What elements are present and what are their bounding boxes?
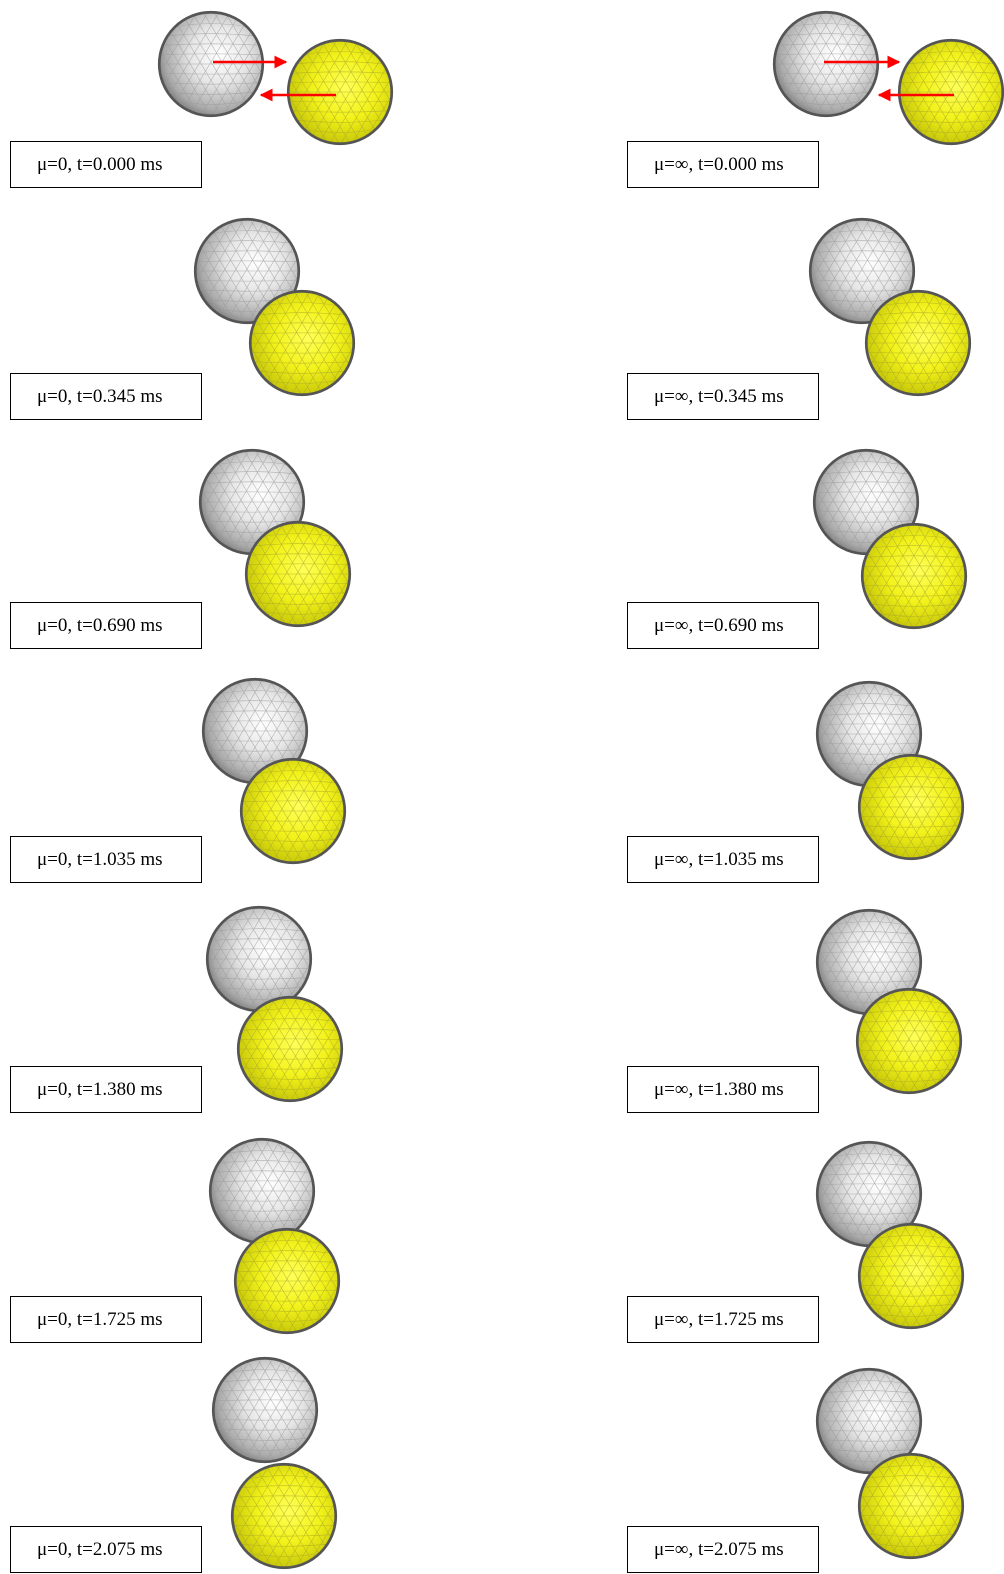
frame-label: μ=0, t=1.725 ms xyxy=(10,1296,202,1343)
frame-label: μ=∞, t=1.035 ms xyxy=(627,836,819,883)
yellow-sphere-outline xyxy=(245,521,351,627)
yellow-sphere-outline xyxy=(865,290,971,396)
grey-sphere-outline xyxy=(194,218,300,324)
yellow-sphere xyxy=(857,753,965,861)
grey-sphere-outline xyxy=(212,1357,318,1463)
frame-label: μ=∞, t=1.380 ms xyxy=(627,1066,819,1113)
frame-mu-zero-3 xyxy=(201,677,347,865)
frame-mu-zero-4 xyxy=(205,905,344,1103)
frame-label: μ=0, t=1.035 ms xyxy=(10,836,202,883)
yellow-sphere-outline xyxy=(287,39,393,145)
yellow-sphere xyxy=(857,1222,965,1330)
grey-sphere xyxy=(815,908,923,1016)
grey-sphere xyxy=(205,905,313,1013)
yellow-sphere-outline xyxy=(231,1463,337,1569)
yellow-sphere xyxy=(233,1227,341,1335)
yellow-sphere-outline xyxy=(858,1453,964,1559)
yellow-sphere-mesh xyxy=(867,292,969,394)
frame-mu-infinity-2 xyxy=(812,448,968,630)
grey-sphere xyxy=(211,1356,319,1464)
yellow-sphere-outline xyxy=(861,523,967,629)
yellow-sphere-outline xyxy=(249,290,355,396)
grey-sphere-mesh xyxy=(815,451,917,553)
yellow-sphere xyxy=(860,522,968,630)
yellow-sphere xyxy=(855,987,963,1095)
frame-label: μ=0, t=0.345 ms xyxy=(10,373,202,420)
frame-mu-infinity-6 xyxy=(815,1367,965,1560)
yellow-sphere-mesh xyxy=(251,292,353,394)
yellow-sphere-outline xyxy=(858,754,964,860)
grey-sphere-outline xyxy=(809,218,915,324)
yellow-sphere-outline xyxy=(234,1228,340,1334)
grey-sphere xyxy=(157,10,265,118)
frame-mu-infinity-0 xyxy=(772,10,1004,146)
grey-sphere-mesh xyxy=(775,13,877,115)
yellow-sphere xyxy=(897,38,1004,146)
frame-label: μ=∞, t=0.690 ms xyxy=(627,602,819,649)
yellow-sphere xyxy=(239,757,347,865)
frame-mu-infinity-5 xyxy=(815,1140,965,1330)
frame-mu-zero-2 xyxy=(198,448,352,628)
frame-mu-infinity-4 xyxy=(815,908,963,1095)
frame-mu-infinity-3 xyxy=(815,680,965,861)
yellow-sphere-outline xyxy=(856,988,962,1094)
grey-sphere xyxy=(815,1140,923,1248)
frame-mu-zero-1 xyxy=(193,217,356,397)
frame-label: μ=0, t=2.075 ms xyxy=(10,1526,202,1573)
frame-label: μ=∞, t=1.725 ms xyxy=(627,1296,819,1343)
yellow-sphere-outline xyxy=(240,758,346,864)
frame-label: μ=0, t=1.380 ms xyxy=(10,1066,202,1113)
frame-mu-zero-0 xyxy=(157,10,394,146)
yellow-sphere-mesh xyxy=(900,41,1002,143)
grey-sphere xyxy=(815,1367,923,1475)
yellow-sphere-outline xyxy=(898,39,1004,145)
grey-sphere-outline xyxy=(158,11,264,117)
frame-label: μ=∞, t=0.345 ms xyxy=(627,373,819,420)
grey-sphere xyxy=(772,10,880,118)
yellow-sphere-outline xyxy=(237,996,343,1102)
yellow-sphere xyxy=(857,1452,965,1560)
frame-label: μ=∞, t=0.000 ms xyxy=(627,141,819,188)
frame-mu-zero-6 xyxy=(211,1356,338,1570)
yellow-sphere xyxy=(864,289,972,397)
frame-mu-infinity-1 xyxy=(808,217,972,397)
frame-mu-zero-5 xyxy=(208,1137,341,1335)
yellow-sphere-outline xyxy=(858,1223,964,1329)
grey-sphere-outline xyxy=(773,11,879,117)
grey-sphere xyxy=(208,1137,316,1245)
frame-label: μ=0, t=0.690 ms xyxy=(10,602,202,649)
frame-label: μ=∞, t=2.075 ms xyxy=(627,1526,819,1573)
grey-sphere-outline xyxy=(816,1368,922,1474)
grey-sphere xyxy=(201,677,309,785)
frame-label: μ=0, t=0.000 ms xyxy=(10,141,202,188)
yellow-sphere xyxy=(248,289,356,397)
yellow-sphere xyxy=(236,995,344,1103)
